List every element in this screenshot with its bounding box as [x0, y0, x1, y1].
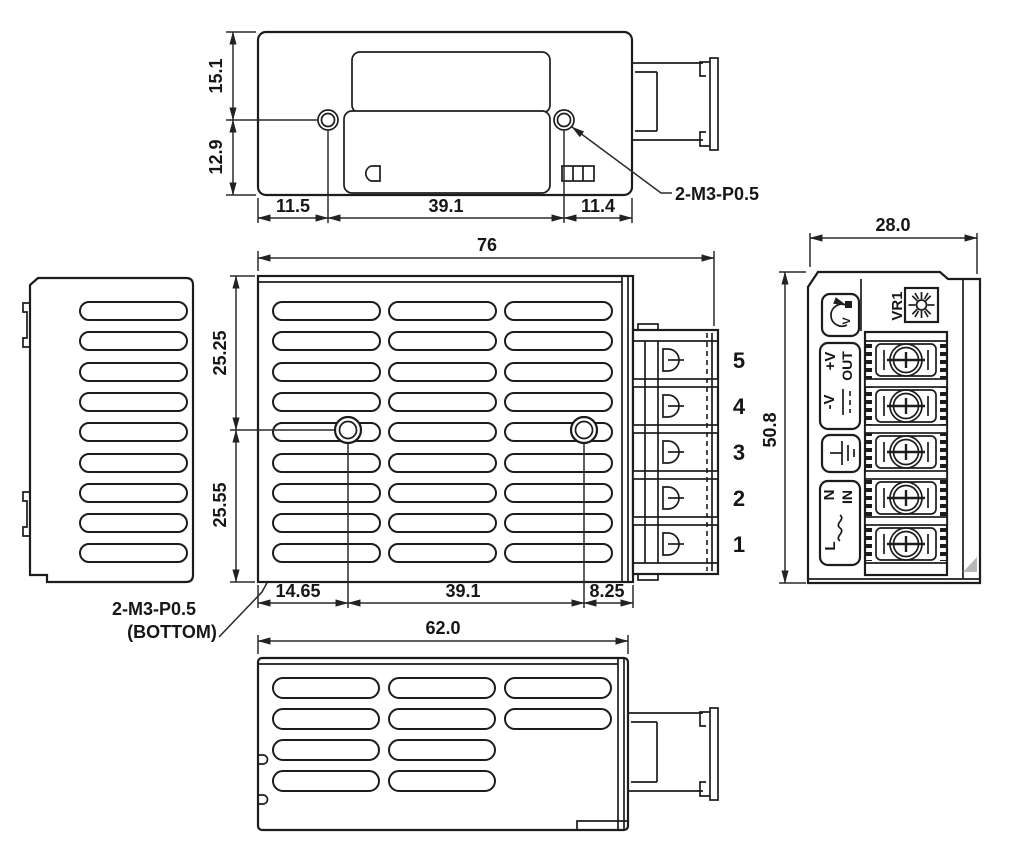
dim-11-4: 11.4 — [581, 196, 615, 216]
bottom-cover-clip — [628, 707, 719, 801]
callout-2-m3-p05-top: 2-M3-P0.5 — [675, 184, 759, 204]
top-label-area-lower — [343, 110, 551, 194]
left-vent-slots — [79, 301, 188, 563]
label-plus-v: +V — [822, 352, 839, 371]
main-dimensions: 76 25.25 25.55 14.65 39.1 8.25 — [210, 235, 715, 608]
top-label-area-upper — [351, 51, 551, 114]
dim-39-1-top: 39.1 — [428, 196, 463, 216]
dim-39-1-main: 39.1 — [445, 581, 480, 601]
top-connector-opening — [561, 165, 595, 182]
vr1-label: VR1 — [889, 291, 906, 320]
view-side-right: V VR1 +V OUT -V — [760, 215, 982, 585]
ac-symbol — [837, 514, 843, 542]
dim-25-25: 25.25 — [210, 330, 230, 375]
dim-15-1: 15.1 — [206, 58, 226, 93]
adj-v-label: V — [841, 317, 853, 325]
label-l: L — [822, 541, 839, 550]
dim-11-5: 11.5 — [276, 196, 310, 216]
vr1-potentiometer: VR1 — [889, 286, 940, 324]
terminal-screws-front — [875, 343, 937, 561]
dim-28-0: 28.0 — [875, 215, 910, 235]
dim-14-65: 14.65 — [275, 581, 320, 601]
input-label-box: N IN L — [818, 479, 862, 567]
bottom-dimensions: 62.0 — [257, 618, 629, 654]
label-n: N — [821, 490, 838, 501]
label-minus-v: -V — [821, 395, 838, 410]
adj-mark — [845, 301, 852, 308]
label-in: IN — [839, 490, 855, 504]
bottom-hook-upper — [258, 754, 269, 765]
dim-12-9: 12.9 — [206, 139, 226, 174]
top-screw-callout: 2-M3-P0.5 — [571, 126, 759, 204]
dim-8-25: 8.25 — [589, 581, 624, 601]
vr1-pot-body — [903, 286, 940, 324]
bottom-hook-lower — [258, 794, 269, 805]
bottom-corner-step — [576, 820, 628, 830]
right-dimensions: 28.0 50.8 — [760, 215, 978, 584]
left-mount-tab-upper — [22, 302, 30, 348]
callout-2-m3-p05-bottom: 2-M3-P0.5 — [112, 599, 196, 619]
callout-bottom-word: (BOTTOM) — [127, 622, 217, 642]
ground-label-box — [820, 433, 862, 474]
vr1-pot-starburst — [908, 292, 935, 318]
terminal-number-2: 2 — [733, 486, 745, 511]
terminal-number-1: 1 — [733, 532, 745, 557]
left-mount-tab-lower — [22, 491, 30, 537]
main-vent-slots — [272, 301, 613, 563]
dim-25-55: 25.55 — [210, 482, 230, 527]
ground-symbol — [830, 441, 855, 465]
output-label-box: +V OUT -V — [818, 341, 862, 431]
view-top: 15.1 12.9 11.5 39.1 11.4 2-M3-P0.5 — [206, 30, 759, 223]
terminal-screw-profiles — [662, 348, 684, 556]
voltage-adjust-icon: V — [820, 292, 861, 338]
view-side-left: 2-M3-P0.5 (BOTTOM) — [22, 276, 347, 642]
top-cover-clip — [632, 57, 719, 151]
dim-76: 76 — [477, 235, 497, 255]
view-bottom: 62.0 — [256, 618, 719, 832]
dim-50-8: 50.8 — [760, 412, 780, 447]
view-main: 5 4 3 2 1 76 25.25 25.55 14.65 — [210, 235, 746, 608]
terminal-number-3: 3 — [733, 440, 745, 465]
bottom-screw-callout: 2-M3-P0.5 (BOTTOM) — [112, 435, 347, 642]
corner-shade — [963, 557, 977, 572]
top-slot-opening — [365, 165, 381, 182]
terminal-number-5: 5 — [733, 348, 745, 373]
terminal-block-profile — [631, 323, 720, 581]
dim-62-0: 62.0 — [425, 618, 460, 638]
terminal-number-4: 4 — [733, 394, 746, 419]
terminal-numbers: 5 4 3 2 1 — [733, 348, 746, 557]
dc-symbol — [842, 389, 851, 415]
terminal-block-front — [863, 330, 949, 577]
top-dimensions: 15.1 12.9 11.5 39.1 11.4 — [206, 31, 633, 223]
label-out: OUT — [839, 351, 855, 381]
